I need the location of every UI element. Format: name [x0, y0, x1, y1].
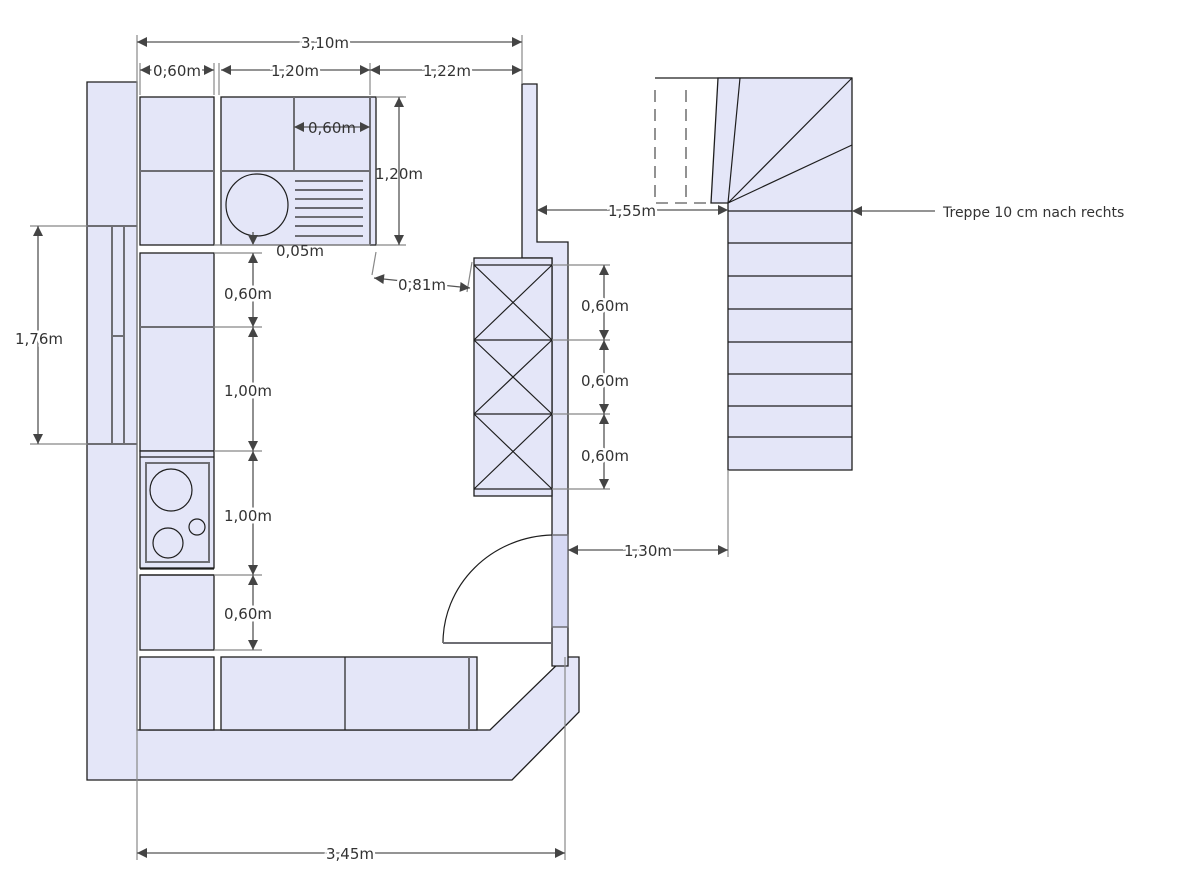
- dim-window: 1,76m: [15, 330, 63, 348]
- corner-sink-unit: [220, 96, 377, 246]
- dim-gap-sink: 0,05m: [276, 242, 324, 260]
- stairs-annotation: Treppe 10 cm nach rechts: [942, 205, 1124, 221]
- left-cabinets: [139, 252, 215, 651]
- dim-left-2: 1,00m: [224, 382, 272, 400]
- dim-to-stairs: 1,55m: [608, 202, 656, 220]
- dim-tall-1: 0,60m: [581, 297, 629, 315]
- stove-hob-icon: [145, 462, 210, 563]
- dim-sink-depth: 1,20m: [375, 165, 423, 183]
- bottom-cabinets: [139, 656, 478, 731]
- upper-left-cabinet: [139, 96, 215, 246]
- door: [442, 534, 553, 644]
- outer-wall: [86, 81, 580, 781]
- drainboard-icon: [295, 180, 363, 237]
- dim-total-top: 3,10m: [301, 34, 349, 52]
- staircase: [654, 77, 853, 471]
- interior-wall: [521, 83, 569, 667]
- dim-door-to-stairs: 1,30m: [624, 542, 672, 560]
- dim-top-mid: 1,20m: [271, 62, 319, 80]
- dim-total-bottom: 3,45m: [326, 845, 374, 863]
- dim-top-right: 1,22m: [423, 62, 471, 80]
- dim-top-left: 0,60m: [153, 62, 201, 80]
- dim-tall-2: 0,60m: [581, 372, 629, 390]
- dimension-lines: [30, 35, 935, 860]
- dim-tall-3: 0,60m: [581, 447, 629, 465]
- dim-left-1: 0,60m: [224, 285, 272, 303]
- dim-left-3: 1,00m: [224, 507, 272, 525]
- window: [87, 225, 137, 445]
- dim-gap-tall: 0,81m: [398, 276, 446, 294]
- dim-sink-inner: 0,60m: [308, 119, 356, 137]
- dim-left-4: 0,60m: [224, 605, 272, 623]
- tall-cabinets: [473, 257, 553, 497]
